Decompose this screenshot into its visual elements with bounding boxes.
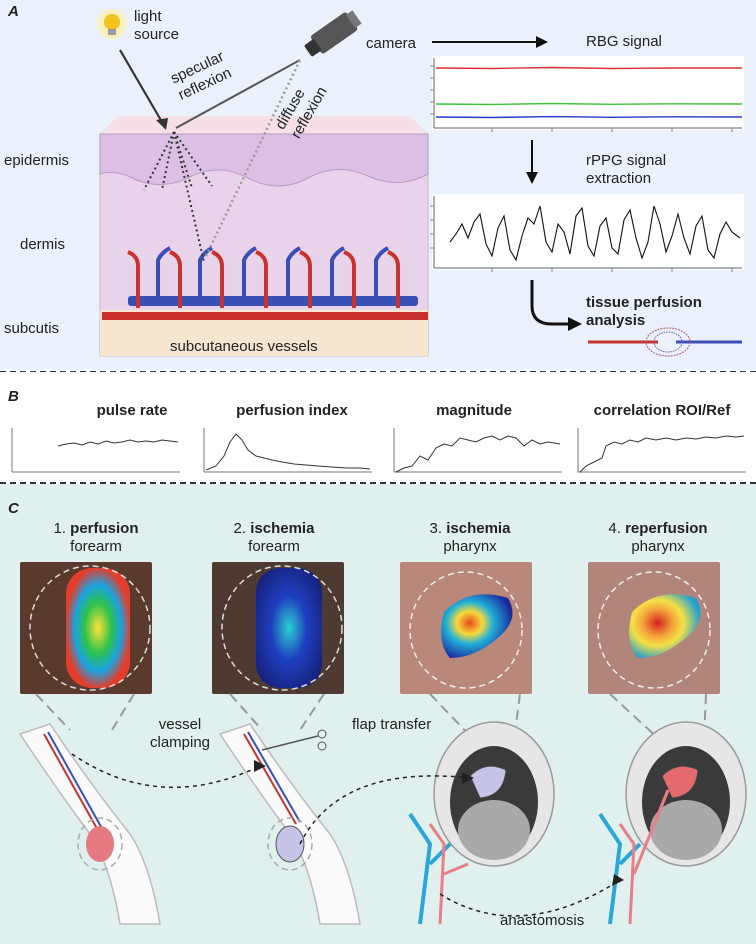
camera-label: camera [366, 35, 417, 52]
stage-4-bold: reperfusion [625, 520, 708, 537]
title-correlation: correlation ROI/Ref [593, 402, 731, 419]
layer-subcutis: subcutis [4, 320, 60, 337]
flap-transfer-label: flap transfer [352, 716, 432, 733]
rppg-label: rPPG signal extraction [586, 152, 667, 187]
green-channel-line [435, 102, 743, 106]
subcutaneous-vessels-label: subcutaneous vessels [170, 338, 318, 355]
stage-1-sub: forearm [70, 538, 122, 555]
layer-dermis: dermis [20, 236, 66, 253]
stage-3-sub: pharynx [443, 538, 497, 555]
panel-b-label: B [8, 388, 19, 405]
surgery-illustration [18, 693, 747, 925]
rgb-signal-chart [430, 56, 744, 132]
panel-a: A light source camera RBG signal [0, 0, 756, 370]
anastomosis-label: anastomosis [500, 912, 585, 929]
skin-diagram [99, 116, 429, 357]
mini-chart-correlation [577, 428, 746, 473]
mini-chart-magnitude [393, 428, 562, 473]
title-magnitude: magnitude [436, 402, 512, 419]
light-source-label: light source [134, 8, 180, 43]
photo-ischemia-pharynx [400, 562, 532, 694]
stage-4-sub: pharynx [631, 538, 685, 555]
capillary-branches [127, 246, 400, 308]
divider-b-c [0, 482, 756, 484]
red-channel-line [435, 66, 742, 70]
rgb-signal-label: RBG signal [586, 33, 662, 50]
vessel-network-icon [588, 327, 742, 357]
arrow-down-1 [526, 140, 538, 184]
photo-ischemia-forearm [212, 562, 344, 694]
stage-3-bold: ischemia [446, 520, 511, 537]
mouth-4-icon [598, 721, 747, 925]
blue-channel-line [435, 115, 743, 119]
rppg-waveform [449, 205, 741, 262]
mini-chart-pulse-rate [11, 428, 180, 473]
title-pulse-rate: pulse rate [96, 402, 168, 419]
stage-4-title: 4. reperfusion pharynx [588, 520, 728, 556]
panel-c-label: C [8, 500, 19, 517]
mouth-3-icon [408, 721, 555, 925]
tissue-perfusion-label: tissue perfusion analysis [586, 294, 702, 329]
rppg-signal-chart [430, 194, 744, 272]
stage-2-title: 2. ischemia forearm [214, 520, 334, 556]
stage-2-sub: forearm [248, 538, 300, 555]
stage-1-number: 1. [53, 520, 66, 537]
stage-2-bold: ischemia [250, 520, 315, 537]
photo-perfusion-forearm [20, 562, 152, 694]
light-bulb-icon [97, 9, 127, 39]
mini-chart-perfusion-index [203, 428, 372, 473]
arm-2-icon [218, 723, 361, 925]
layer-epidermis: epidermis [4, 152, 70, 169]
stage-2-number: 2. [233, 520, 247, 537]
stage-4-number: 4. [608, 520, 621, 537]
arrow-to-perfusion [530, 280, 582, 331]
stage-1-bold: perfusion [70, 520, 139, 537]
title-perfusion-index: perfusion index [236, 402, 348, 419]
stage-3-title: 3. ischemia pharynx [410, 520, 530, 556]
stage-3-number: 3. [429, 520, 443, 537]
arm-1-icon [18, 723, 161, 925]
panel-a-label: A [8, 3, 19, 20]
photo-reperfusion-pharynx [588, 562, 720, 694]
camera-icon [304, 10, 362, 57]
arrow-camera-to-signal [432, 36, 548, 48]
stage-1-title: 1. perfusion forearm [36, 520, 156, 556]
light-rays [119, 49, 302, 263]
panel-b: B pulse rate perfusion index magnitude c… [0, 372, 756, 480]
vessel-clamping-label: vessel clamping [149, 716, 211, 751]
